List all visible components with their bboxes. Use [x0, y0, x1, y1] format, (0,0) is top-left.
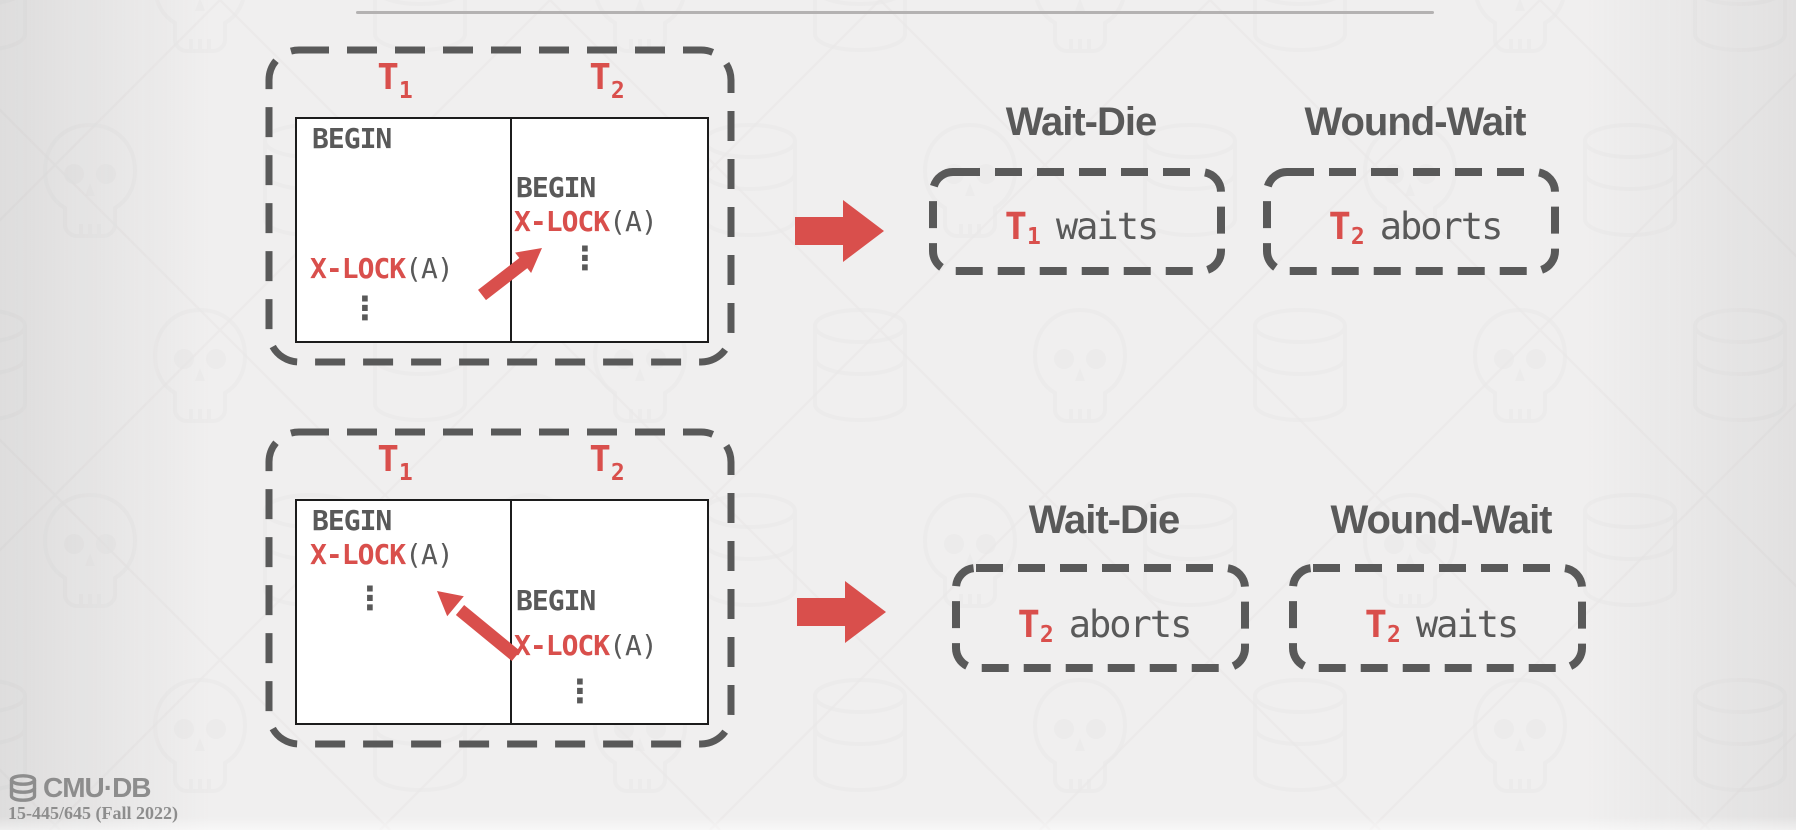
txn-label-subscript: 1 [398, 78, 413, 104]
scenario1-group-outline [265, 46, 735, 366]
txn-label-subscript: 2 [1039, 622, 1054, 648]
scenario1-t2-xlock: X-LOCK(A) [514, 205, 658, 238]
wound-wait-box-top [1263, 168, 1559, 275]
scenario1-t1-ellipsis: ⋮ [349, 289, 381, 327]
schedule-column-divider [510, 501, 512, 723]
scenario1-txn2-label: T2 [512, 56, 702, 104]
course-label: 15-445/645 (Fall 2022) [8, 803, 178, 823]
scenario1-t1-xlock: X-LOCK(A) [310, 252, 454, 285]
bottom-edge-highlight [0, 816, 1796, 830]
txn-label-subscript: 2 [1387, 622, 1401, 648]
scenario1-t2-begin: BEGIN [516, 171, 596, 204]
cmu-db-logo-text: CMU·DB [43, 772, 152, 803]
scenario2-t2-xlock: X-LOCK(A) [514, 629, 658, 662]
scenario2-group-outline [265, 428, 735, 748]
implies-arrow-icon [797, 581, 886, 643]
txn-label-base: T [1017, 602, 1040, 646]
lock-keyword: X-LOCK [310, 538, 406, 571]
txn-label-base: T [377, 57, 399, 98]
wound-wait-title-bottom: Wound-Wait [1330, 498, 1552, 542]
scenario2-txn1-label: T1 [300, 438, 490, 486]
wound-wait-title-top: Wound-Wait [1304, 100, 1526, 144]
lock-argument: (A) [609, 205, 658, 238]
left-edge-shading [0, 0, 210, 830]
txn-label-base: T [1364, 602, 1388, 646]
txn-label-subscript: 1 [1027, 224, 1041, 250]
lock-conflict-arrow-icon [478, 248, 542, 301]
scenario1-schedule-table [295, 117, 709, 343]
lock-argument: (A) [609, 629, 658, 662]
wait-die-title-top: Wait-Die [1005, 100, 1158, 144]
txn-label-subscript: 1 [398, 460, 413, 486]
txn-label-subscript: 2 [1350, 224, 1365, 250]
wait-die-box-top [929, 168, 1225, 275]
lock-conflict-arrow-icon [437, 591, 521, 662]
scenario1-txn1-label: T1 [300, 56, 490, 104]
cmu-db-logo: CMU·DB [8, 772, 152, 804]
wound-wait-box-bottom [1289, 564, 1586, 672]
lock-keyword: X-LOCK [310, 252, 406, 285]
lock-keyword: X-LOCK [514, 629, 610, 662]
wait-die-box-bottom [952, 564, 1249, 672]
wait-die-title-bottom: Wait-Die [1028, 498, 1181, 542]
scenario2-schedule-table [295, 499, 709, 725]
lock-argument: (A) [405, 252, 454, 285]
scenario1-t2-ellipsis: ⋮ [569, 239, 601, 277]
scenario2-txn2-label: T2 [512, 438, 702, 486]
outcome-verb: aborts [1379, 204, 1504, 248]
scenario2-t2-ellipsis: ⋮ [564, 672, 596, 710]
outcome-verb: waits [1415, 602, 1519, 646]
outcome-verb: waits [1055, 204, 1159, 248]
schedule-column-divider [510, 119, 512, 341]
database-icon [9, 774, 37, 802]
outcome-verb: aborts [1068, 602, 1193, 646]
scenario2-t1-ellipsis: ⋮ [354, 579, 386, 617]
scenario2-t2-begin: BEGIN [516, 584, 596, 617]
txn-label-subscript: 2 [610, 460, 625, 486]
right-edge-shading [1586, 0, 1796, 830]
txn-label-base: T [377, 439, 399, 480]
scenario1-t1-begin: BEGIN [312, 122, 392, 155]
txn-label-subscript: 2 [610, 78, 625, 104]
implies-arrow-icon [795, 200, 884, 262]
txn-label-base: T [1328, 204, 1351, 248]
txn-label-base: T [1004, 204, 1028, 248]
scenario2-t1-begin: BEGIN [312, 504, 392, 537]
lock-argument: (A) [405, 538, 454, 571]
lock-keyword: X-LOCK [514, 205, 610, 238]
scenario2-t1-xlock: X-LOCK(A) [310, 538, 454, 571]
txn-label-base: T [589, 439, 611, 480]
title-underline [356, 11, 1434, 14]
txn-label-base: T [589, 57, 611, 98]
